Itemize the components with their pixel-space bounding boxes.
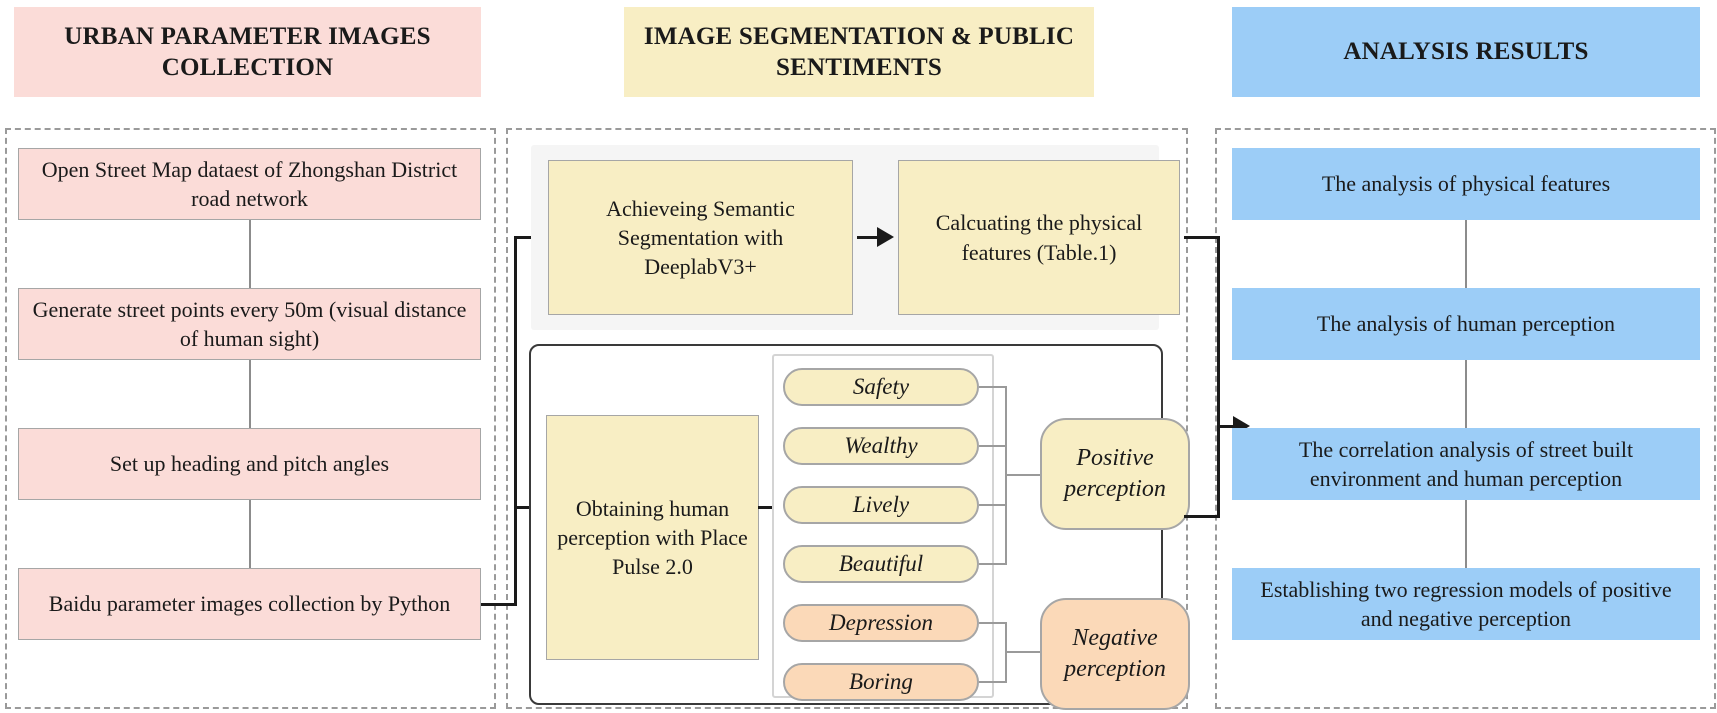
attribute-pill-lively[interactable]: Lively: [783, 486, 979, 524]
banner-right-label: ANALYSIS RESULTS: [1343, 38, 1589, 66]
result-step-4[interactable]: Establishing two regression models of po…: [1232, 568, 1700, 640]
attribute-pill-wealthy[interactable]: Wealthy: [783, 427, 979, 465]
bracket-positive-stub-lively: [979, 504, 1007, 506]
bracket-positive-stub-safety: [979, 386, 1007, 388]
left-to-mid-connector-vertical: [514, 236, 517, 606]
mid-to-right-connector-trunk: [1217, 425, 1237, 428]
left-connector-2-3: [249, 360, 251, 428]
aggregate-positive-perception[interactable]: Positive perception: [1040, 418, 1190, 530]
bracket-negative-stub-depression: [979, 622, 1007, 624]
left-connector-1-2: [249, 220, 251, 288]
left-step-3[interactable]: Set up heading and pitch angles: [18, 428, 481, 500]
left-connector-3-4: [249, 500, 251, 568]
bracket-negative-trunk: [1005, 651, 1040, 653]
bracket-negative-stub-boring: [979, 681, 1007, 683]
attribute-pill-safety[interactable]: Safety: [783, 368, 979, 406]
left-to-mid-connector-horizontal-mid: [514, 506, 536, 509]
place-pulse-to-attributes-line: [758, 506, 780, 509]
result-step-1[interactable]: The analysis of physical features: [1232, 148, 1700, 220]
result-step-2[interactable]: The analysis of human perception: [1232, 288, 1700, 360]
bracket-positive-stub-wealthy: [979, 445, 1007, 447]
segmentation-step-1[interactable]: Achieveing Semantic Segmentation with De…: [548, 160, 853, 315]
left-to-mid-connector-horizontal-bottom: [481, 603, 517, 606]
segmentation-step-2[interactable]: Calcuating the physical features (Table.…: [898, 160, 1180, 315]
aggregate-negative-perception[interactable]: Negative perception: [1040, 598, 1190, 710]
left-step-4[interactable]: Baidu parameter images collection by Pyt…: [18, 568, 481, 640]
mid-to-right-connector-spine: [1217, 236, 1220, 517]
left-to-mid-connector-horizontal-top: [514, 236, 536, 239]
arrow-segmentation-to-features: [877, 227, 894, 247]
banner-urban-parameter-images-collection: URBAN PARAMETER IMAGES COLLECTION: [14, 7, 481, 97]
attribute-pill-beautiful[interactable]: Beautiful: [783, 545, 979, 583]
banner-image-segmentation-public-sentiments: IMAGE SEGMENTATION & PUBLIC SENTIMENTS: [624, 7, 1094, 97]
banner-analysis-results: ANALYSIS RESULTS: [1232, 7, 1700, 97]
mid-to-right-connector-stub-bottom: [1184, 515, 1220, 518]
bracket-positive-trunk: [1005, 474, 1040, 476]
right-connector-3-4: [1465, 500, 1467, 568]
banner-mid-label: IMAGE SEGMENTATION & PUBLIC SENTIMENTS: [643, 22, 1075, 81]
attribute-pill-depression[interactable]: Depression: [783, 604, 979, 642]
left-step-2[interactable]: Generate street points every 50m (visual…: [18, 288, 481, 360]
place-pulse-source-box[interactable]: Obtaining human perception with Place Pu…: [546, 415, 759, 660]
result-step-3[interactable]: The correlation analysis of street built…: [1232, 428, 1700, 500]
attribute-pill-boring[interactable]: Boring: [783, 663, 979, 701]
segmentation-arrow-line: [857, 236, 879, 239]
banner-left-label: URBAN PARAMETER IMAGES COLLECTION: [64, 22, 431, 81]
right-connector-1-2: [1465, 220, 1467, 288]
right-connector-2-3: [1465, 360, 1467, 428]
mid-to-right-connector-stub-top: [1184, 236, 1220, 239]
bracket-positive-stub-beautiful: [979, 563, 1007, 565]
left-step-1[interactable]: Open Street Map dataest of Zhongshan Dis…: [18, 148, 481, 220]
